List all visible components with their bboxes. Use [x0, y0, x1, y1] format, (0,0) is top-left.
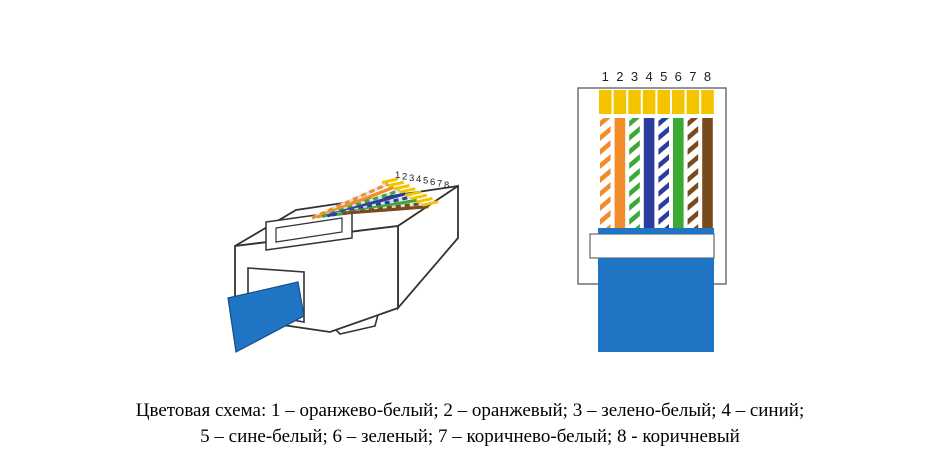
pin-number-6: 6: [675, 69, 682, 84]
contact-1: [599, 90, 612, 114]
wire-stripe-3: [629, 210, 640, 225]
pin-number-7: 7: [689, 69, 696, 84]
contact-7: [686, 90, 700, 114]
wire-stripe-7: [687, 126, 699, 141]
pin-number-4: 4: [645, 69, 652, 84]
iso-contact-3: [393, 184, 410, 191]
wire-stripe-5: [658, 140, 669, 155]
iso-wire-stripe-1: [311, 182, 389, 220]
wire-stripe-7: [687, 118, 699, 127]
pin-number-1: 1: [602, 69, 609, 84]
wire-stripe-7: [687, 154, 699, 169]
plug-front-tab-inner: [275, 217, 343, 243]
wire-stripe-3: [629, 140, 640, 155]
iso-contact-8: [421, 200, 439, 207]
wire-stripe-5: [658, 118, 669, 127]
iso-contact-2: [387, 180, 405, 188]
wire-stripe-5: [658, 126, 669, 141]
wire-stripe-5: [658, 210, 669, 225]
wire-stripe-1: [600, 196, 611, 211]
pin-number-8: 8: [704, 69, 711, 84]
wire-stripe-1: [600, 154, 611, 169]
wire-stripe-3: [629, 182, 640, 197]
wire-stripe-5: [658, 154, 669, 169]
wire-stripe-1: [600, 210, 611, 225]
wire-stripe-5: [658, 196, 669, 211]
pin-number-3: 3: [631, 69, 638, 84]
front-crimp-bar: [589, 233, 715, 259]
wire-4: [643, 118, 655, 230]
front-wire-group: [600, 118, 713, 230]
iso-pin-number-3: 3: [409, 173, 414, 184]
contact-6: [672, 90, 685, 114]
iso-contact-6: [410, 193, 428, 201]
wire-stripe-7: [687, 210, 699, 225]
pin-number-2: 2: [616, 69, 623, 84]
iso-pin-number-5: 5: [423, 176, 428, 187]
wire-stripe-3: [629, 118, 640, 127]
contact-3: [628, 90, 641, 114]
wire-stripe-1: [600, 140, 611, 155]
wire-stripe-3: [629, 196, 640, 211]
iso-pin-number-4: 4: [416, 174, 421, 185]
contact-4: [642, 90, 656, 114]
iso-pin-number-1: 1: [395, 170, 400, 181]
wire-stripe-5: [658, 182, 669, 197]
wire-6: [673, 118, 684, 230]
wire-stripe-7: [687, 168, 699, 183]
iso-pin-number-8: 8: [444, 180, 449, 191]
front-cable-jacket: [598, 228, 714, 234]
iso-contact-4: [398, 187, 416, 194]
iso-pin-number-7: 7: [437, 178, 442, 189]
iso-wire-8: [347, 205, 429, 215]
wire-stripe-7: [687, 140, 699, 155]
wire-stripe-7: [687, 182, 699, 197]
front-contact-group: [599, 90, 714, 114]
wire-stripe-1: [600, 168, 611, 183]
iso-cable: [227, 281, 305, 353]
wire-stripe-7: [687, 196, 699, 211]
wire-stripe-1: [600, 118, 611, 127]
caption-line-2: 5 – сине-белый; 6 – зеленый; 7 – коричне…: [200, 426, 740, 447]
wire-2: [614, 118, 626, 230]
wire-8: [702, 118, 713, 230]
wire-stripe-3: [629, 154, 640, 169]
front-cable: [598, 258, 714, 352]
wire-stripe-3: [629, 126, 640, 141]
pin-number-5: 5: [660, 69, 667, 84]
wire-stripe-1: [600, 126, 611, 141]
contact-2: [613, 90, 627, 114]
wire-stripe-1: [600, 182, 611, 197]
iso-contact-7: [416, 196, 433, 204]
contact-8: [701, 90, 714, 114]
wire-stripe-3: [629, 168, 640, 183]
iso-contact-1: [381, 177, 399, 184]
wire-stripe-5: [658, 168, 669, 183]
contact-5: [657, 90, 670, 114]
iso-wire-group: [311, 177, 439, 220]
caption-line-1: Цветовая схема: 1 – оранжево-белый; 2 – …: [135, 400, 805, 421]
iso-pin-number-6: 6: [430, 177, 435, 188]
iso-pin-number-2: 2: [402, 171, 407, 182]
iso-contact-5: [404, 190, 422, 197]
